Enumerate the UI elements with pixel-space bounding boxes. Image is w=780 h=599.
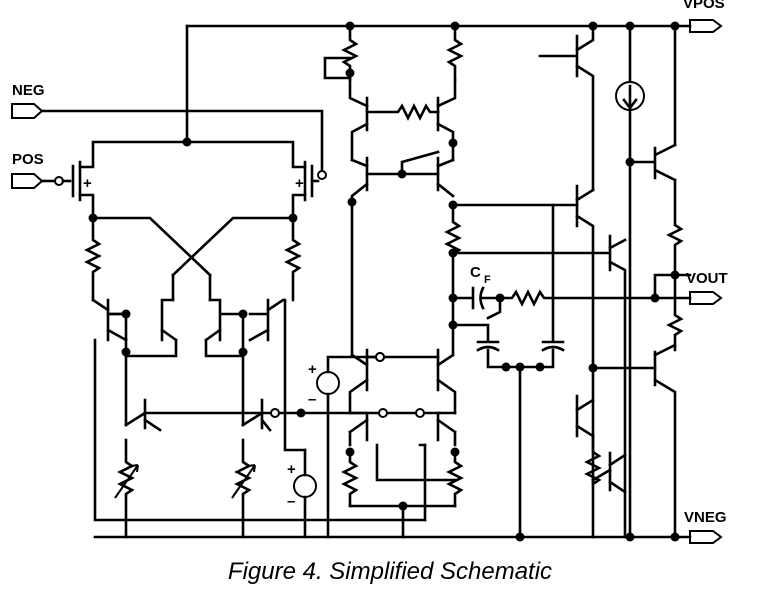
jfet-right-plus: +	[295, 175, 304, 192]
voltage-source-lower	[293, 474, 317, 498]
port-neg: NEG	[11, 82, 45, 119]
connector-pos	[11, 173, 44, 189]
connector-vout	[689, 291, 723, 305]
label-vpos: VPOS	[683, 0, 725, 12]
port-vneg: VNEG	[684, 509, 727, 544]
label-pos: POS	[12, 151, 44, 168]
label-vout: VOUT	[686, 270, 728, 287]
schematic-diagram: VPOS NEG POS VOUT VNEG + +	[11, 0, 728, 544]
source-lower-plus: +	[287, 461, 296, 478]
label-cf-sub: F	[484, 274, 491, 286]
input-stage: + +	[40, 109, 427, 522]
vpos-rail	[185, 24, 692, 144]
connector-vneg	[689, 530, 723, 544]
connector-neg	[11, 103, 44, 119]
jfet-left-plus: +	[83, 175, 92, 192]
gain-stage: C F	[323, 21, 692, 539]
bias-mirrors: + – + –	[114, 352, 442, 539]
voltage-source-upper	[316, 371, 340, 395]
output-stage	[515, 21, 692, 542]
label-vneg: VNEG	[684, 509, 727, 526]
label-cf: C	[470, 264, 481, 281]
connector-vpos	[689, 19, 723, 33]
source-upper-plus: +	[308, 361, 317, 378]
port-vout: VOUT	[686, 270, 728, 305]
source-upper-minus: –	[308, 391, 316, 408]
source-lower-minus: –	[287, 493, 295, 510]
label-neg: NEG	[12, 82, 45, 99]
port-pos: POS	[11, 151, 44, 189]
port-vpos: VPOS	[683, 0, 725, 33]
neg-input-node	[317, 170, 327, 180]
figure-caption: Figure 4. Simplified Schematic	[227, 558, 553, 585]
